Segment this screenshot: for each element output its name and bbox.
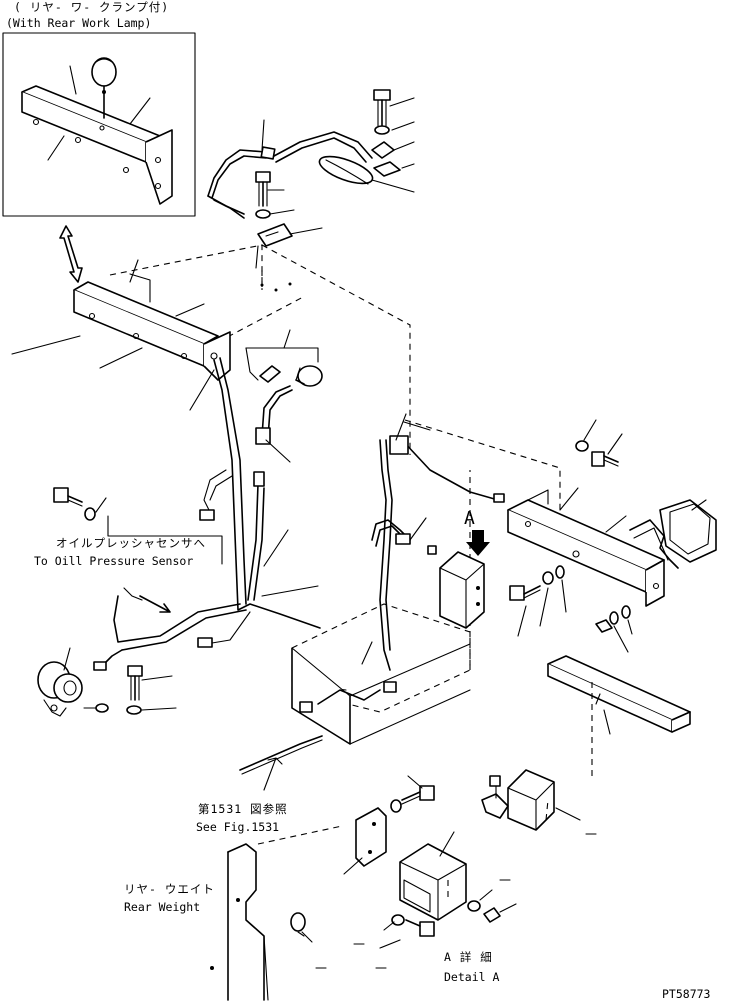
wire-harness [93, 357, 373, 691]
rear-bracket-left [11, 259, 231, 381]
bolt [509, 585, 541, 601]
see-fig-label-en: See Fig.1531 [196, 820, 279, 834]
battery-cable [239, 735, 323, 791]
inset-lamp-bracket [21, 85, 173, 205]
grommet [389, 435, 409, 455]
rear-bracket-right [403, 421, 665, 607]
view-arrow [466, 530, 490, 556]
spacer [371, 141, 395, 159]
double-arrow [59, 225, 83, 283]
inset-work-lamp [91, 57, 117, 119]
left-fasteners [37, 487, 223, 717]
lower-right-plate [547, 655, 691, 780]
bolt [401, 785, 435, 805]
bolt [591, 451, 619, 467]
sensor-bracket [245, 329, 323, 387]
leader [47, 135, 65, 161]
bolt [373, 89, 391, 127]
washer [374, 125, 390, 135]
clamp [257, 223, 293, 247]
detail-a [315, 769, 597, 969]
oil-sensor-label-jp: オイルプレッシャセンサへ [56, 536, 206, 550]
inset-title-jp: ( リヤ- ワ- クランプ付) [14, 0, 169, 14]
inset-title-en: (With Rear Work Lamp) [6, 16, 151, 30]
view-marker: A [464, 508, 475, 529]
battery-harness [371, 413, 505, 671]
bolt [405, 919, 435, 937]
cab-outline [109, 244, 561, 670]
washer [255, 209, 271, 219]
bolt [127, 665, 143, 701]
nut [373, 161, 401, 177]
relay-a: A [439, 508, 490, 629]
detail-label-jp: A 詳 細 [444, 950, 493, 964]
right-fasteners [509, 419, 633, 653]
top-handle-assembly [207, 89, 415, 269]
inset-frame [2, 32, 196, 217]
bolt [255, 171, 271, 207]
rear-weight [210, 825, 343, 1001]
bolt [53, 487, 83, 507]
see-fig-label-jp: 第1531 図参照 [198, 802, 288, 816]
oil-sensor-arrow [139, 595, 171, 613]
detail-label-en: Detail A [444, 970, 499, 984]
horn [37, 661, 83, 717]
leader [129, 97, 151, 125]
battery-box [291, 603, 471, 745]
figure-code: PT58773 [662, 987, 711, 1001]
rear-lamp [629, 499, 717, 569]
inset-rear-work-lamp: ( リヤ- ワ- クランプ付) (With Rear Work Lamp) [2, 0, 196, 217]
leader [69, 65, 77, 95]
oil-sensor-label-en: To Oill Pressure Sensor [34, 554, 193, 568]
rear-weight-label-jp: リヤ- ウエイト [124, 882, 215, 896]
rear-weight-label-en: Rear Weight [124, 900, 200, 914]
